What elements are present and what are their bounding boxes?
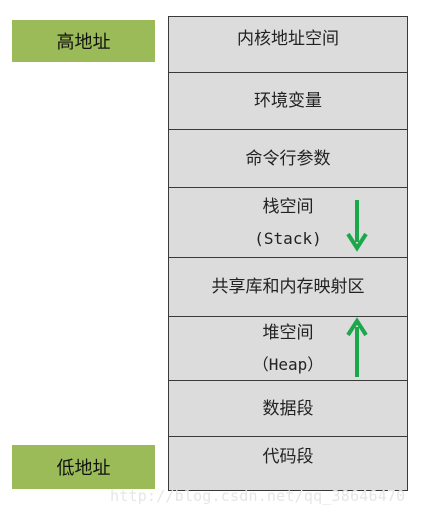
segment-subtitle: (Stack) (254, 228, 322, 248)
segment-data: 数据段 (169, 381, 407, 437)
segment-subtitle: （Heap） (252, 354, 324, 374)
segment-title: 命令行参数 (245, 148, 331, 169)
segment-code: 代码段 (169, 437, 407, 491)
segment-title: 数据段 (262, 398, 314, 419)
memory-layout: 内核地址空间 环境变量 命令行参数 栈空间 (Stack) 共享库和内存映射区 … (168, 16, 408, 491)
segment-title: 代码段 (262, 447, 314, 467)
arrow-up-icon (346, 317, 368, 377)
segment-title: 内核地址空间 (237, 29, 339, 49)
segment-title: 栈空间 (262, 196, 314, 217)
segment-stack: 栈空间 (Stack) (169, 188, 407, 258)
segment-title: 环境变量 (254, 91, 322, 111)
segment-command-line-args: 命令行参数 (169, 130, 407, 188)
low-address-label: 低地址 (12, 445, 155, 489)
segment-heap: 堆空间 （Heap） (169, 317, 407, 381)
high-address-label: 高地址 (12, 20, 155, 62)
segment-shared-libraries-mmap: 共享库和内存映射区 (169, 258, 407, 317)
segment-environment-variables: 环境变量 (169, 73, 407, 130)
segment-title: 共享库和内存映射区 (211, 277, 365, 297)
segment-kernel-space: 内核地址空间 (169, 17, 407, 73)
arrow-down-icon (346, 200, 368, 252)
segment-title: 堆空间 (262, 322, 314, 343)
watermark: http://blog.csdn.net/qq_38646470 (110, 487, 406, 505)
